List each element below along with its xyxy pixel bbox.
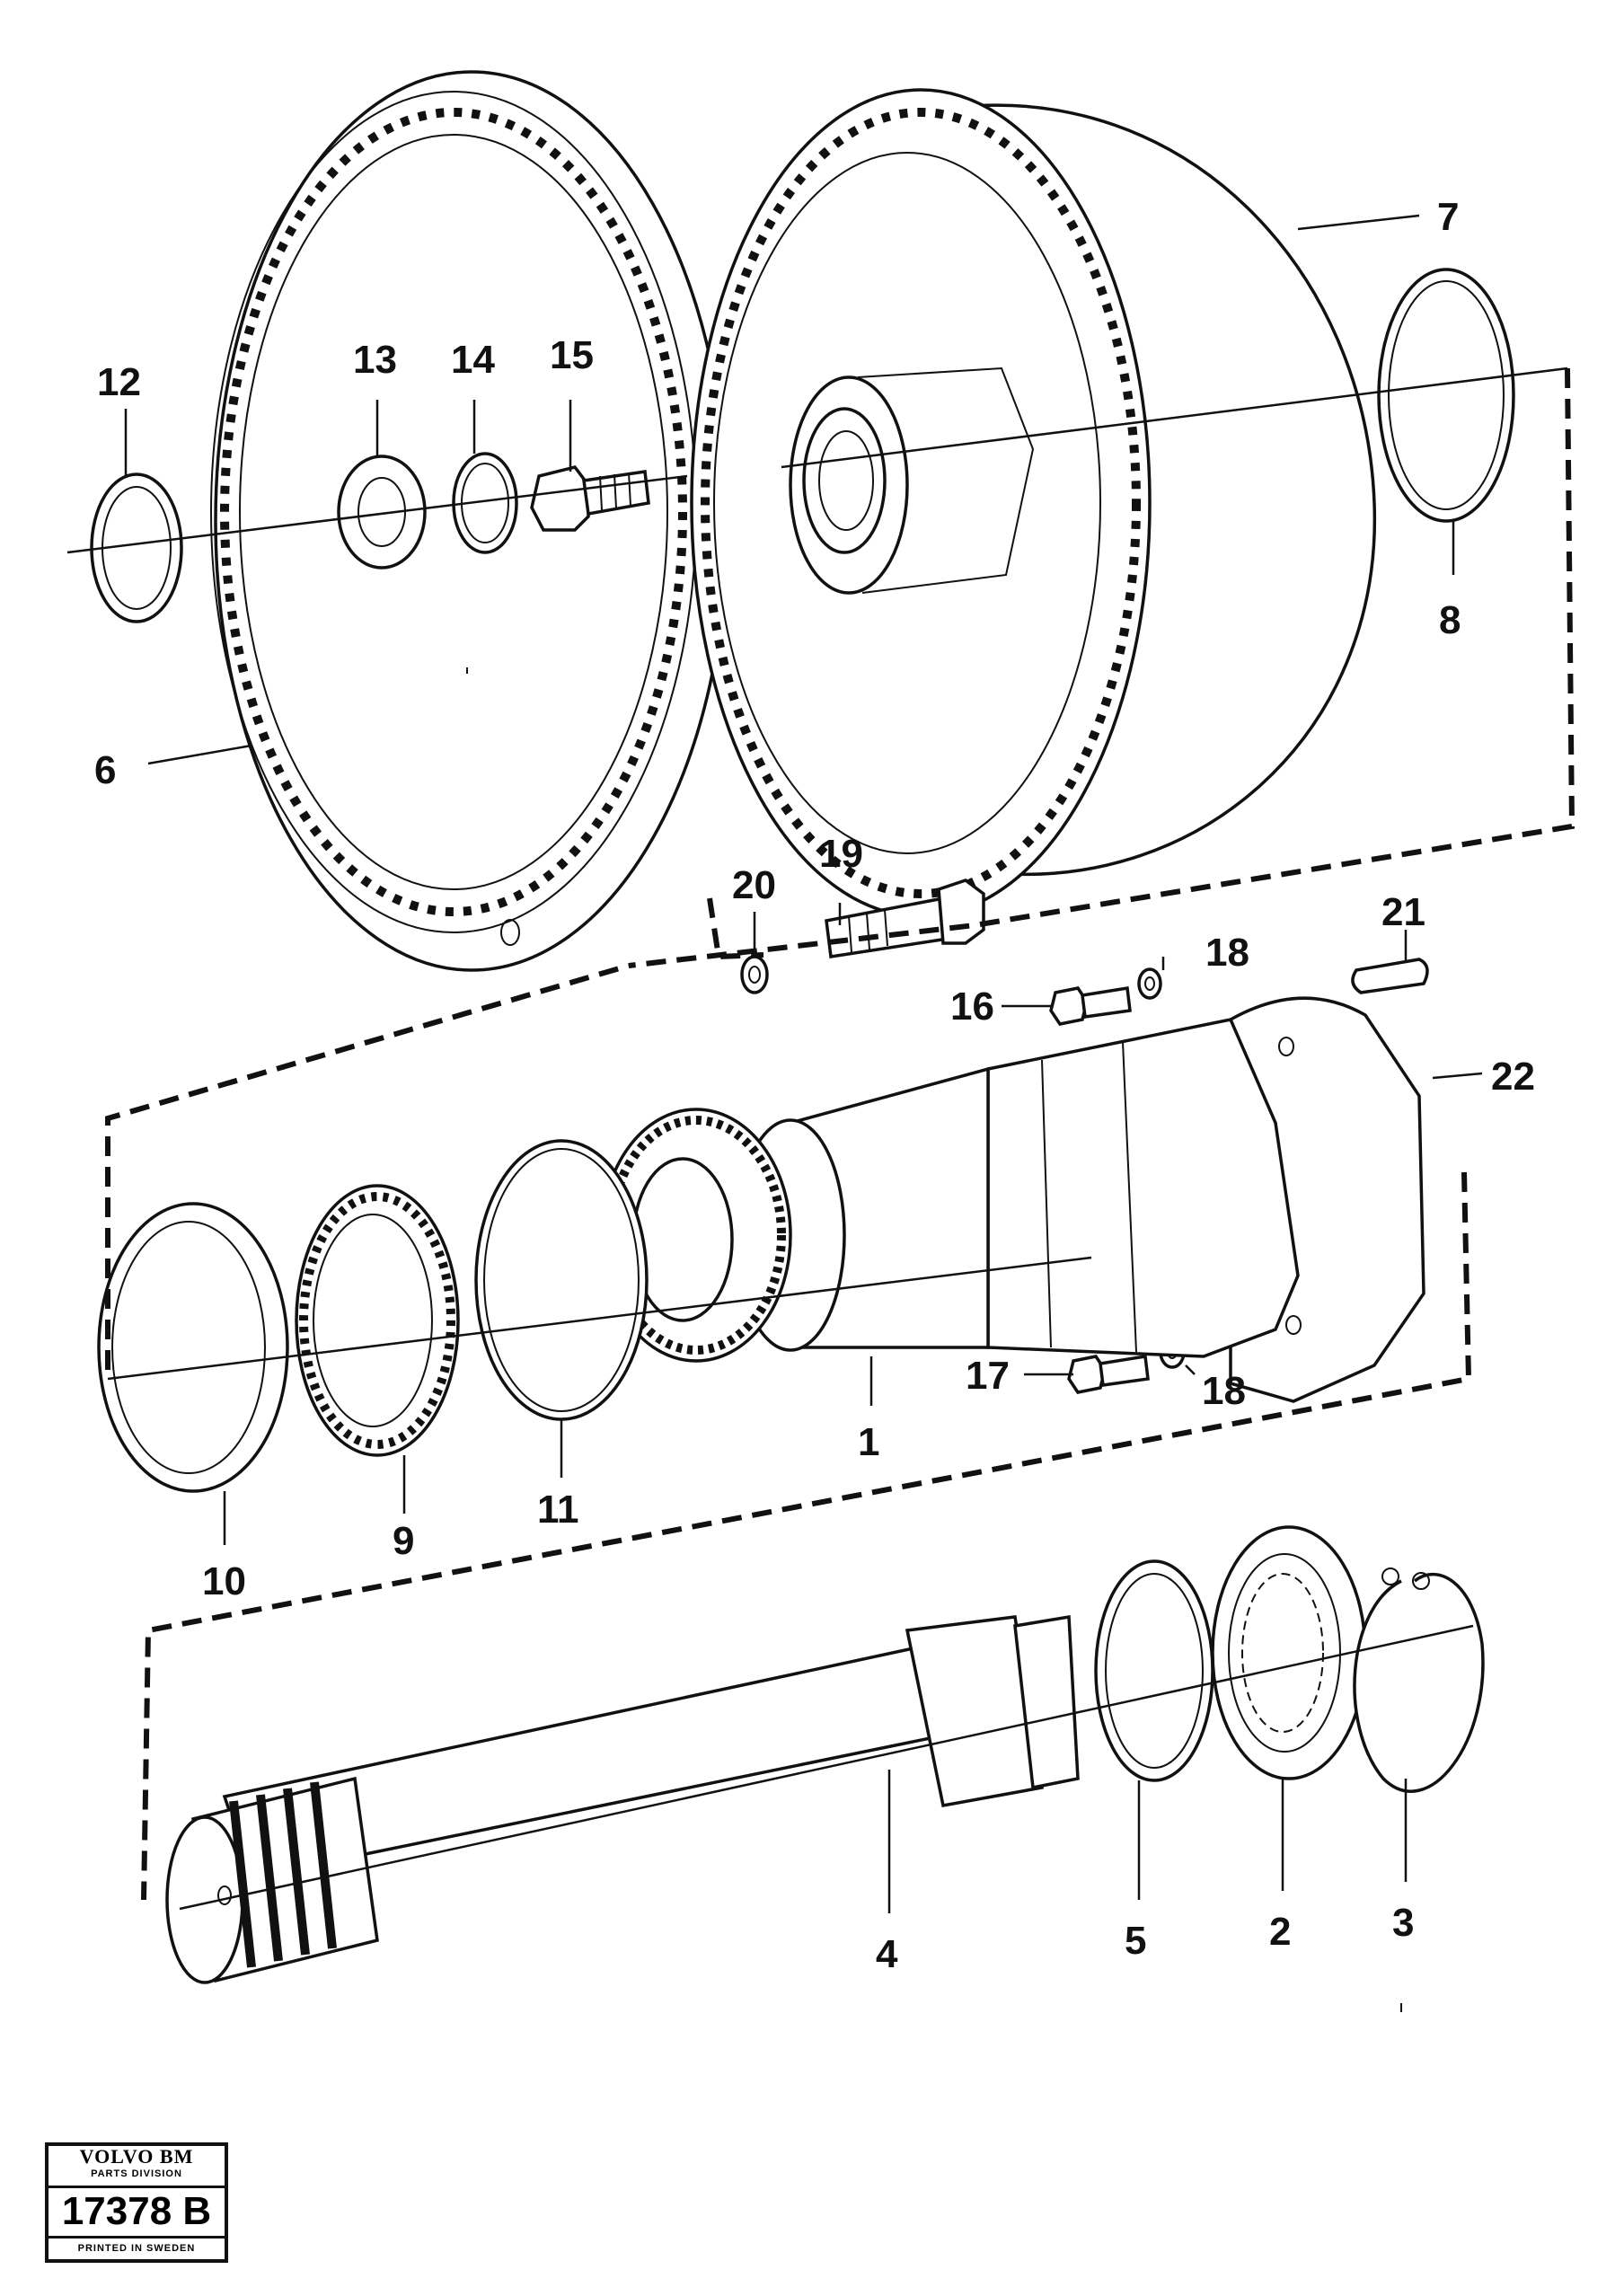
bolt-19 [825, 879, 985, 959]
label-22: 22 [1491, 1055, 1535, 1099]
leader-lines [124, 214, 1483, 1913]
stator-support-hub [600, 996, 1425, 1403]
ring-5 [1094, 1559, 1214, 1782]
label-14: 14 [451, 338, 495, 382]
bolt-17 [1067, 1354, 1150, 1394]
seal-ring-12 [90, 472, 183, 623]
splined-ring-9 [295, 1184, 460, 1457]
washer-20 [740, 955, 769, 994]
washer-18-top [1137, 967, 1162, 1000]
label-20: 20 [732, 863, 776, 907]
label-6: 6 [94, 748, 116, 792]
bushing-13 [337, 455, 427, 570]
label-19: 19 [819, 832, 863, 876]
stamp-printed: PRINTED IN SWEDEN [77, 2243, 196, 2254]
stamp-header: VOLVO BM PARTS DIVISION [49, 2146, 225, 2188]
stamp-division: PARTS DIVISION [91, 2168, 182, 2179]
label-3: 3 [1392, 1901, 1414, 1945]
label-4: 4 [876, 1932, 898, 1976]
label-21: 21 [1381, 890, 1425, 934]
collar-10 [97, 1202, 289, 1493]
label-18-bottom: 18 [1202, 1369, 1246, 1413]
bolt-16 [1049, 985, 1132, 1026]
label-18-top: 18 [1205, 931, 1249, 975]
ball-bearing-2 [1211, 1525, 1367, 1780]
stamp-brand: VOLVO BM [79, 2145, 194, 2168]
label-2: 2 [1269, 1910, 1291, 1954]
circlip-3 [1353, 1567, 1485, 1793]
stamp-number: 17378 B [49, 2187, 225, 2239]
part-labels: 12 13 14 15 7 8 6 20 19 18 16 21 22 17 1… [94, 195, 1535, 1976]
label-15: 15 [550, 333, 594, 377]
o-ring-8 [1377, 268, 1515, 523]
pin-21 [1351, 958, 1429, 994]
label-11: 11 [537, 1488, 579, 1532]
axis-lines [66, 366, 1568, 1911]
catalog-stamp: VOLVO BM PARTS DIVISION 17378 B PRINTED … [45, 2142, 228, 2263]
label-7: 7 [1437, 195, 1459, 239]
label-17: 17 [966, 1354, 1010, 1398]
label-5: 5 [1125, 1919, 1146, 1963]
label-10: 10 [202, 1559, 246, 1603]
assembly-guide-lines [105, 367, 1575, 1901]
label-1: 1 [858, 1420, 879, 1464]
label-13: 13 [353, 338, 397, 382]
ring-11 [474, 1139, 649, 1421]
label-9: 9 [393, 1519, 414, 1563]
label-12: 12 [97, 360, 141, 404]
input-shaft-4 [165, 1614, 1080, 1984]
torque-converter [690, 88, 1376, 918]
label-8: 8 [1439, 598, 1461, 642]
label-16: 16 [950, 985, 994, 1029]
stray-marks [466, 667, 1402, 2012]
